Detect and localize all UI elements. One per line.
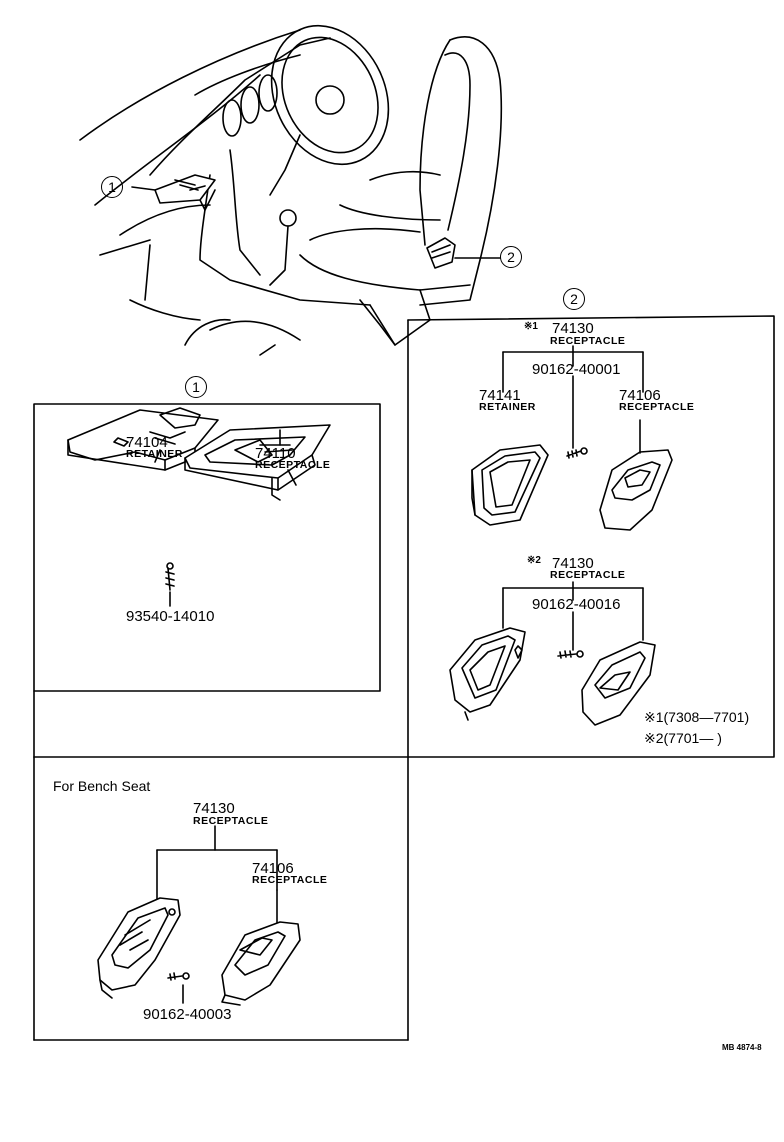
screw-number-90162-40016: 90162-40016 (532, 596, 621, 613)
part-number-74106-bench: 74106 (252, 860, 294, 877)
part-name-retainer-74141: RETAINER (479, 401, 536, 413)
part-name-retainer-74104: RETAINER (126, 448, 183, 460)
drawing-reference: MB 4874-8 (722, 1043, 762, 1052)
callout-1-heading: 1 (185, 376, 207, 398)
tree-bench-seat (156, 825, 278, 926)
part-name-receptacle-74130-top: RECEPTACLE (550, 335, 626, 347)
retainer-second-drawing (449, 627, 526, 721)
mark-note-2: ※2 (527, 555, 541, 566)
callout-2-overview: 2 (500, 246, 522, 268)
screw-number-93540-14010: 93540-14010 (126, 608, 215, 625)
screw-93540-drawing (165, 562, 175, 607)
box-section-1 (33, 403, 381, 692)
part-name-receptacle-74130-bottom: RECEPTACLE (550, 569, 626, 581)
part-number-74104: 74104 (126, 434, 168, 451)
bench-retainer-drawing (97, 897, 181, 999)
part-number-74141: 74141 (479, 387, 521, 404)
part-number-74130-bench: 74130 (193, 800, 235, 817)
bench-screw-drawing (167, 972, 190, 1004)
part-number-74110: 74110 (255, 445, 296, 462)
tree-74130-top (502, 345, 644, 449)
part-number-74130-top: 74130 (552, 320, 594, 337)
seat-receptacle-location (426, 237, 501, 269)
retainer-74141-drawing (471, 444, 549, 526)
receptacle-second-drawing (581, 641, 656, 726)
note-1-date-range: ※1(7308—7701) (644, 709, 750, 725)
receptacle-74106-drawing (599, 419, 673, 531)
dash-receptacle-location (131, 174, 216, 211)
screw-90162-40016-drawing (557, 650, 584, 659)
mark-note-1: ※1 (524, 321, 538, 332)
part-name-receptacle-74106-bench: RECEPTACLE (252, 874, 328, 886)
receptacle-74110-drawing (184, 424, 331, 501)
callout-1-overview: 1 (101, 176, 123, 198)
screw-90162-40001-drawing (566, 447, 588, 459)
screw-number-90162-40001: 90162-40001 (532, 361, 621, 378)
tree-74130-bottom (502, 581, 644, 651)
part-name-receptacle-74110: RECEPTACLE (255, 459, 331, 471)
screw-number-90162-40003: 90162-40003 (143, 1006, 232, 1023)
part-name-receptacle-74106: RECEPTACLE (619, 401, 695, 413)
part-number-74106: 74106 (619, 387, 661, 404)
note-2-date-range: ※2(7701— ) (644, 730, 722, 746)
caption-bench-seat: For Bench Seat (53, 778, 151, 794)
callout-2-heading: 2 (563, 288, 585, 310)
part-number-74130-bottom: 74130 (552, 555, 594, 572)
part-name-receptacle-74130-bench: RECEPTACLE (193, 815, 269, 827)
box-section-2 (407, 315, 775, 758)
car-interior-illustration (79, 24, 503, 356)
bench-receptacle-drawing (221, 921, 301, 1006)
